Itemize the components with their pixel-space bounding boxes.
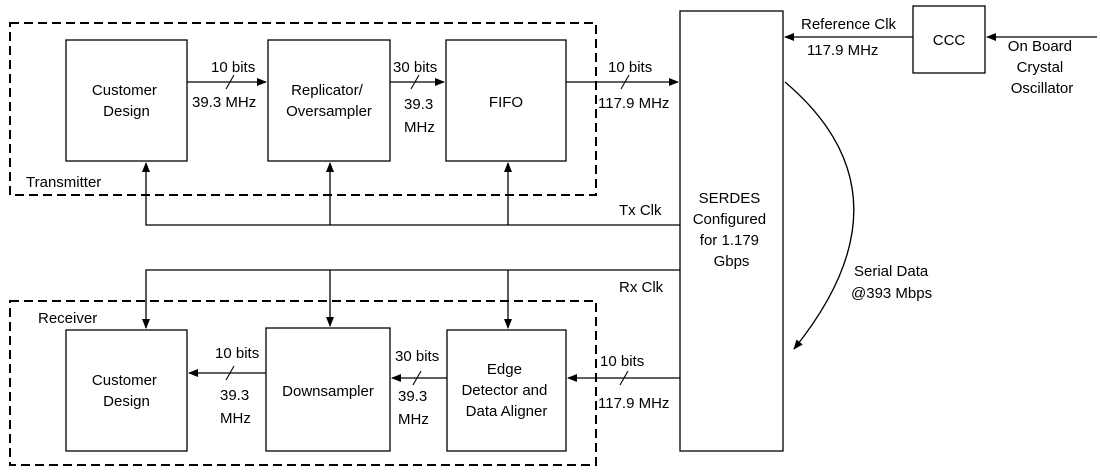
receiver-group: [9, 300, 597, 466]
bus-slash: [225, 74, 235, 90]
replicator-oversampler-block: [267, 39, 391, 162]
tx-clock-label: Tx Clk: [619, 202, 662, 219]
rx-clock-label: Rx Clk: [619, 279, 664, 296]
edge-bits-label: 30 bits: [395, 348, 439, 365]
ccc-label: CCC: [933, 32, 966, 49]
downsampler-bits-label: 10 bits: [215, 345, 259, 362]
serdes-rx-bits-label: 10 bits: [600, 353, 644, 370]
rx-customer-design-block: [65, 329, 188, 452]
tx-customer-design-label: Customer Design: [92, 82, 161, 120]
tx-customer-design-block: [65, 39, 188, 162]
fifo-label: FIFO: [489, 94, 523, 111]
fifo-bits-label: 10 bits: [608, 59, 652, 76]
tx-customer-bits-label: 10 bits: [211, 59, 255, 76]
serdes-label: SERDES Configured for 1.179 Gbps: [693, 190, 771, 270]
transmitter-label: Transmitter: [26, 174, 101, 191]
downsampler-block: [265, 327, 391, 452]
replicator-freq-label: 39.3 MHz: [404, 96, 437, 136]
serdes-block: [679, 10, 784, 452]
transmitter-group: [9, 22, 597, 196]
oscillator-label: On Board Crystal Oscillator: [1008, 38, 1076, 97]
rx-clock-line: [142, 269, 680, 329]
serial-data-label: Serial Data @393 Mbps: [851, 263, 932, 302]
downsampler-freq-label: 39.3 MHz: [220, 387, 253, 427]
serial-data-loopback-arrow: [784, 81, 855, 350]
bus-slash: [225, 365, 235, 381]
fifo-block: [445, 39, 567, 162]
receiver-label: Receiver: [38, 310, 97, 327]
replicator-bits-label: 30 bits: [393, 59, 437, 76]
tx-customer-freq-label: 39.3 MHz: [192, 94, 256, 111]
ccc-block: [912, 5, 986, 74]
edge-detector-block: [446, 329, 567, 452]
edge-freq-label: 39.3 MHz: [398, 388, 431, 428]
rx-customer-design-label: Customer Design: [92, 372, 161, 410]
downsampler-label: Downsampler: [282, 383, 374, 400]
bus-slash: [410, 74, 420, 90]
bus-slash: [620, 74, 630, 90]
replicator-label: Replicator/ Oversampler: [286, 82, 372, 120]
serdes-rx-freq-label: 117.9 MHz: [598, 395, 669, 412]
reference-clock-freq-label: 117.9 MHz: [807, 42, 878, 59]
reference-clock-label: Reference Clk: [801, 16, 897, 33]
tx-clock-line: [142, 162, 680, 226]
bus-slash: [619, 370, 629, 386]
bus-slash: [412, 370, 422, 386]
edge-detector-label: Edge Detector and Data Aligner: [461, 361, 551, 420]
fifo-freq-label: 117.9 MHz: [598, 95, 669, 112]
